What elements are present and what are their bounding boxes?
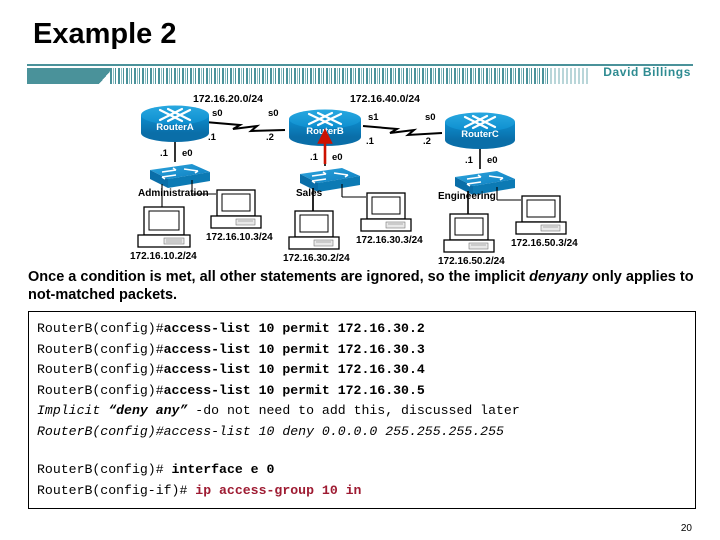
pc-icon	[443, 213, 495, 253]
pc-icon	[288, 210, 340, 250]
wan-network-label-2: 172.16.40.0/24	[350, 93, 420, 105]
interface-label-b-s0: s0	[268, 108, 279, 119]
host-ip-eng-2: 172.16.50.3/24	[511, 238, 578, 249]
cli-line: RouterB(config)#access-list 10 permit 17…	[37, 381, 695, 402]
cli-note-suffix: -do not need to add this, discussed late…	[187, 403, 520, 418]
interface-label-c-s0: s0	[425, 112, 436, 123]
host-ip-eng-1: 172.16.50.2/24	[438, 256, 505, 265]
body-text-emphasis-deny: deny	[529, 269, 564, 285]
cli-spacer	[37, 442, 695, 460]
cli-line: RouterB(config)#access-list 10 permit 17…	[37, 319, 695, 340]
author-name: David Billings	[603, 65, 691, 79]
router-c-name: RouterC	[461, 129, 499, 140]
ip-label-b-s1: .1	[366, 136, 375, 147]
host-ip-sales-1: 172.16.30.2/24	[283, 253, 350, 264]
cli-note-prefix: Implicit	[37, 403, 109, 418]
switch-a-icon	[150, 164, 210, 188]
lan-name-sales: Sales	[296, 188, 323, 199]
cli-line: RouterB(config)#access-list 10 permit 17…	[37, 360, 695, 381]
host-ip-sales-2: 172.16.30.3/24	[356, 235, 423, 246]
body-paragraph: Once a condition is met, all other state…	[28, 268, 700, 304]
cli-command-highlighted: ip access-group 10 in	[195, 482, 362, 498]
interface-label-c-e0: e0	[487, 155, 498, 166]
serial-link-1	[204, 121, 286, 133]
cli-command: access-list 10 permit 172.16.30.4	[163, 362, 425, 377]
cli-prompt: RouterB(config)#	[37, 341, 164, 357]
banner-stripes	[110, 68, 550, 84]
host-ip-admin-2: 172.16.10.3/24	[206, 232, 273, 243]
cli-line: RouterB(config)#access-list 10 deny 0.0.…	[37, 422, 695, 443]
cli-line: RouterB(config)#access-list 10 permit 17…	[37, 340, 695, 361]
body-text-part-1: Once a condition is met, all other state…	[28, 269, 530, 285]
pc-icon	[360, 192, 412, 232]
cli-note-line: Implicit “deny any” -do not need to add …	[37, 401, 695, 422]
switch-b-icon	[300, 168, 360, 192]
ip-label-c-e0: .1	[465, 155, 474, 166]
cli-line: RouterB(config-if)# ip access-group 10 i…	[37, 481, 695, 502]
body-text-emphasis-any: any	[563, 269, 589, 285]
pc-icon	[515, 195, 567, 235]
ip-label-a-s0: .1	[208, 132, 217, 143]
pc-icon	[210, 189, 262, 229]
cli-prompt: RouterB(config-if)#	[37, 482, 196, 498]
cli-command: access-list 10 deny 0.0.0.0 255.255.255.…	[163, 423, 504, 439]
cli-command: access-list 10 permit 172.16.30.3	[163, 341, 425, 357]
host-ip-admin-1: 172.16.10.2/24	[130, 251, 197, 262]
interface-label-a-s0: s0	[212, 108, 223, 119]
ip-label-b-e0: .1	[310, 152, 319, 163]
cli-note-quoted: “deny any”	[108, 403, 188, 418]
cli-prompt: RouterB(config)#	[37, 382, 164, 398]
cli-prompt: RouterB(config)#	[37, 321, 164, 336]
cli-command: access-list 10 permit 172.16.30.2	[163, 321, 425, 336]
ip-label-c-s0: .2	[423, 136, 431, 147]
cli-prompt: RouterB(config)#	[37, 462, 172, 477]
banner-stripes-faded	[550, 68, 590, 84]
cli-line: RouterB(config)# interface e 0	[37, 460, 695, 481]
router-a-icon: RouterA	[141, 105, 209, 142]
interface-label-b-e0: e0	[332, 152, 343, 163]
router-a-name: RouterA	[156, 122, 194, 133]
router-b-name: RouterB	[306, 126, 344, 137]
page-number: 20	[680, 523, 692, 534]
cli-prompt: RouterB(config)#	[37, 362, 164, 377]
body-text-part-2: only applies to not-matched packets.	[28, 269, 694, 303]
ip-label-a-e0: .1	[160, 148, 169, 159]
switch-c-icon	[455, 171, 515, 195]
lan-name-administration: Administration	[138, 188, 209, 199]
cli-command: interface e 0	[171, 462, 275, 477]
router-c-icon: RouterC	[445, 112, 515, 149]
lan-name-engineering: Engineering	[438, 191, 496, 202]
ip-label-b-s0: .2	[266, 132, 274, 143]
page-title: Example 2	[33, 18, 177, 50]
interface-label-b-s1: s1	[368, 112, 379, 123]
pc-icon	[137, 206, 191, 248]
serial-link-2	[362, 125, 443, 137]
banner-wedge	[99, 68, 113, 84]
cli-prompt: RouterB(config)#	[37, 423, 164, 439]
network-topology-diagram: 172.16.20.0/24 172.16.40.0/24 s0 .1 s0 .…	[120, 90, 600, 265]
decorative-banner: David Billings	[27, 64, 693, 90]
cli-output-box: RouterB(config)#access-list 10 permit 17…	[28, 311, 696, 509]
banner-top-rule	[27, 64, 693, 66]
interface-label-a-e0: e0	[182, 148, 193, 159]
banner-solid-block	[27, 68, 99, 84]
cli-command: access-list 10 permit 172.16.30.5	[163, 382, 425, 398]
wan-network-label-1: 172.16.20.0/24	[193, 93, 263, 105]
